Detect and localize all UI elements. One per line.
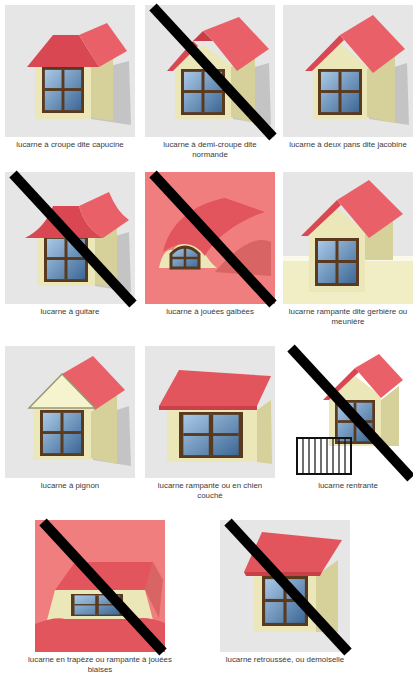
shed-roof xyxy=(159,370,271,406)
roof-side-face xyxy=(340,15,405,73)
front-wall xyxy=(47,590,153,620)
dormer-tile: lucarne à guitare xyxy=(7,172,133,317)
dormer-jacobine xyxy=(283,5,413,137)
dormer-window xyxy=(179,412,243,458)
tile-background xyxy=(145,172,275,304)
front-wall xyxy=(167,406,257,462)
dormer-rentrante xyxy=(291,348,411,478)
roof-side-face xyxy=(337,180,403,238)
tile-background xyxy=(145,346,275,478)
roof-side-face xyxy=(79,192,129,238)
dormer-window xyxy=(40,410,84,456)
dormer-caption: lucarne à demi-croupe dite normande xyxy=(151,140,269,160)
dormer-jouees-galbees xyxy=(145,172,275,304)
cross-out-bar xyxy=(291,348,411,478)
dormer-tile: lucarne à pignon xyxy=(7,346,133,491)
dormer-retroussee xyxy=(220,520,350,652)
balcony-railing xyxy=(297,438,351,474)
cross-out-bar xyxy=(13,174,133,304)
window-transom xyxy=(171,257,199,260)
dormer-tile: lucarne rampante ou en chien couché xyxy=(153,346,267,501)
dormer-window xyxy=(315,238,359,286)
dormer-caption: lucarne à guitare xyxy=(7,307,133,317)
roof-side-face xyxy=(355,354,403,398)
tile-background xyxy=(220,520,350,652)
dormer-tile: lucarne en trapèze ou rampante à jouées … xyxy=(25,520,175,675)
tile-background xyxy=(5,5,135,137)
dormer-window xyxy=(42,67,84,113)
roof-side-face xyxy=(79,23,127,67)
tile-background xyxy=(283,172,413,304)
dormer-normande xyxy=(145,5,275,137)
dormer-caption: lucarne à deux pans dite jacobine xyxy=(283,140,413,150)
dormer-caption: lucarne rampante ou en chien couché xyxy=(153,481,267,501)
dormer-tile: lucarne à jouées galbées xyxy=(147,172,273,317)
dormer-caption: lucarne à pignon xyxy=(7,481,133,491)
tile-background xyxy=(5,172,135,304)
tile-background xyxy=(35,520,165,652)
front-wall xyxy=(33,406,91,460)
cross-out-bar xyxy=(228,522,348,652)
dormer-tile: lucarne à croupe dite capucine xyxy=(7,5,133,150)
dormer-caption: lucarne rentrante xyxy=(285,481,411,491)
dormer-tile: lucarne retroussée, ou demoiselle xyxy=(217,520,353,665)
dormer-caption: lucarne à croupe dite capucine xyxy=(7,140,133,150)
dormer-tile: lucarne à deux pans dite jacobine xyxy=(283,5,413,150)
gable-pediment xyxy=(29,374,95,408)
tile-background xyxy=(145,5,275,137)
dormer-tile: lucarne rampante dite gerbière ou meuniè… xyxy=(284,172,412,327)
dormer-tile: lucarne à demi-croupe dite normande xyxy=(151,5,269,160)
dormer-capucine xyxy=(5,5,135,137)
dormer-tile: lucarne rentrante xyxy=(285,346,411,491)
dormer-guitare xyxy=(5,172,135,304)
dormer-trapeze xyxy=(35,520,165,652)
dormer-caption: lucarne à jouées galbées xyxy=(147,307,273,317)
cross-out-bar xyxy=(153,7,273,137)
roof-edge xyxy=(301,200,341,236)
dormer-caption: lucarne rampante dite gerbière ou meuniè… xyxy=(284,307,412,327)
dormer-caption: lucarne retroussée, ou demoiselle xyxy=(217,655,353,665)
dormer-window xyxy=(318,69,362,115)
dormer-chien-couche xyxy=(145,346,275,478)
front-wall xyxy=(35,61,91,119)
roof-edge xyxy=(159,406,257,410)
roof-edge xyxy=(305,35,344,71)
railing-bars xyxy=(303,438,345,474)
tile-background xyxy=(283,5,413,137)
roof-side-face xyxy=(203,17,269,71)
dormer-gerbiere xyxy=(283,172,413,304)
side-cheek xyxy=(257,400,272,464)
cross-out-bar xyxy=(153,174,273,304)
arched-window xyxy=(171,247,199,268)
dormer-caption: lucarne en trapèze ou rampante à jouées … xyxy=(25,655,175,675)
cross-out-bar xyxy=(43,522,163,652)
dormer-pignon xyxy=(5,346,135,478)
tile-background xyxy=(5,346,135,478)
